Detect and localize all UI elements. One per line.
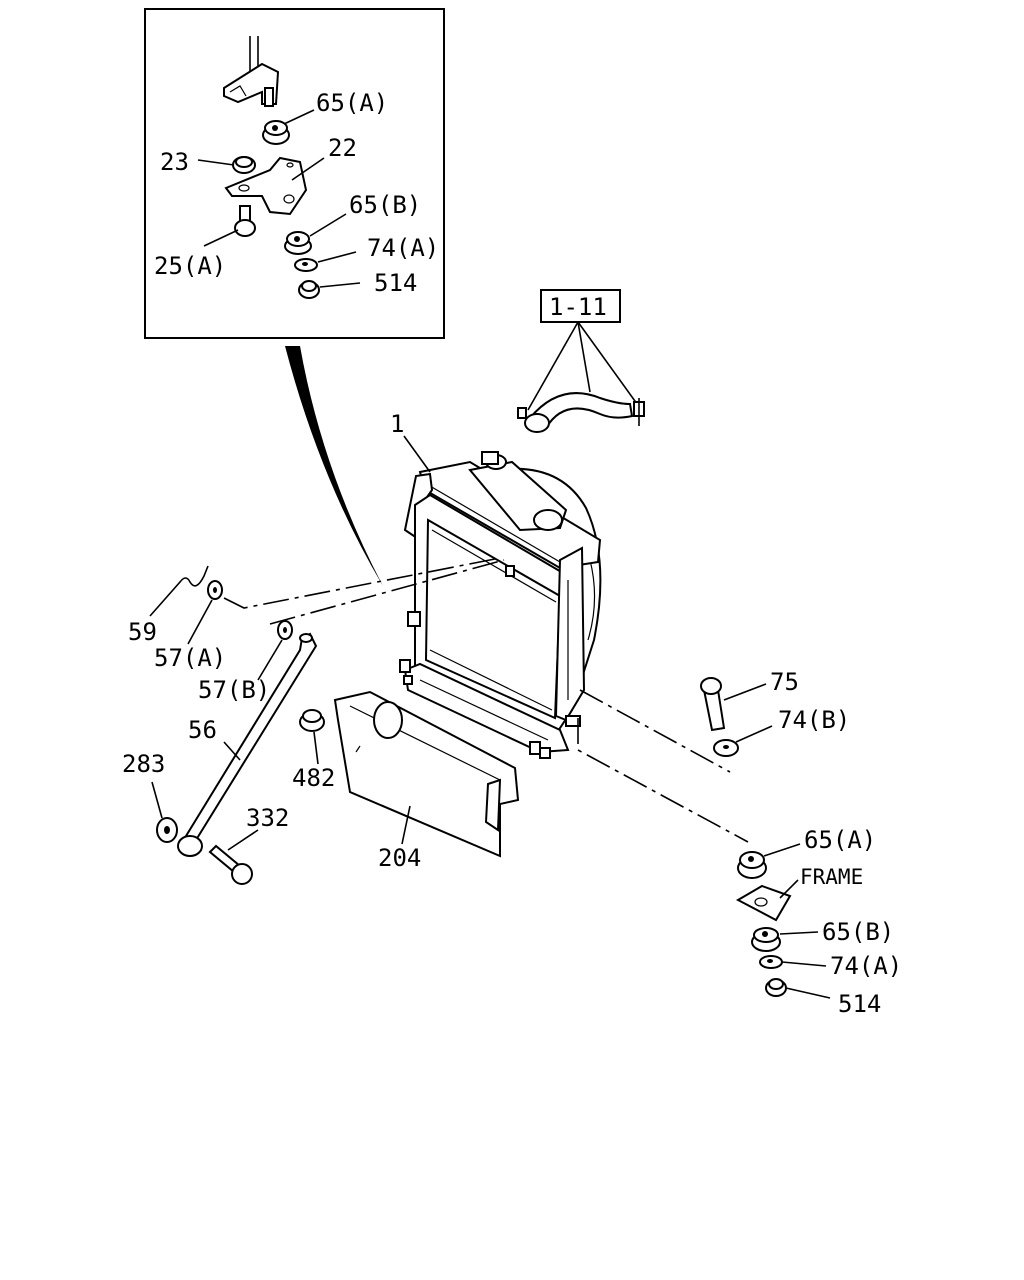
bolt-75 [700,677,726,732]
label-part-75: 75 [770,668,799,696]
label-inset-25a: 25(A) [154,252,226,280]
washer-57a [207,580,223,600]
frame-plate [735,884,792,922]
dash-line-75 [579,689,731,773]
inset-nut-23 [232,156,256,174]
label-part-482: 482 [292,764,335,792]
dash-line-59 [223,557,501,609]
reference-box-1-11: 1-11 [527,289,641,411]
label-part-74b: 74(B) [778,706,850,734]
inset-frame-bracket [223,36,280,107]
label-inset-74a: 74(A) [367,234,439,262]
washer-57b [277,620,293,640]
inset-nut-514 [298,280,320,299]
label-inset-23: 23 [160,148,189,176]
washer-74b [713,739,739,757]
inset-detail: 65(A) 22 23 65(B) 25(A) 74(A) 514 [144,8,445,339]
label-part-74a: 74(A) [830,952,902,980]
label-part-65b: 65(B) [822,918,894,946]
label-inset-65a: 65(A) [316,89,388,117]
label-part-332: 332 [246,804,289,832]
mount-rubber-65b [751,927,781,952]
bolt-332 [208,844,253,885]
washer-283 [156,817,178,843]
support-rod-56 [177,632,318,857]
baffle-204 [333,675,520,858]
inset-mount-rubber-b [284,231,312,255]
inset-washer-74a [294,258,318,272]
label-ref-1-11: 1-11 [549,293,607,321]
label-part-59: 59 [128,618,157,646]
label-part-514: 514 [838,990,881,1018]
nut-514 [765,978,787,997]
label-part-283: 283 [122,750,165,778]
washer-74a [759,955,783,969]
inset-mount-rubber-a [262,120,290,145]
label-frame: FRAME [800,865,863,889]
label-part-56: 56 [188,716,217,744]
label-inset-22: 22 [328,134,357,162]
inset-bracket-22 [224,156,308,216]
label-part-1: 1 [390,410,404,438]
label-part-57b: 57(B) [198,676,270,704]
stay-59 [149,565,209,617]
callout-wedge [285,346,383,586]
nut-482 [299,709,325,732]
upper-hose [517,392,645,433]
radiator-assembly [399,451,602,759]
label-part-57a: 57(A) [154,644,226,672]
dash-line-57 [269,559,505,625]
label-inset-65b: 65(B) [349,191,421,219]
dash-line-65a [577,718,749,843]
inset-bolt-25a [234,205,256,237]
label-part-204: 204 [378,844,421,872]
mount-rubber-65a [737,851,767,879]
label-inset-514: 514 [374,269,417,297]
label-part-65a: 65(A) [804,826,876,854]
